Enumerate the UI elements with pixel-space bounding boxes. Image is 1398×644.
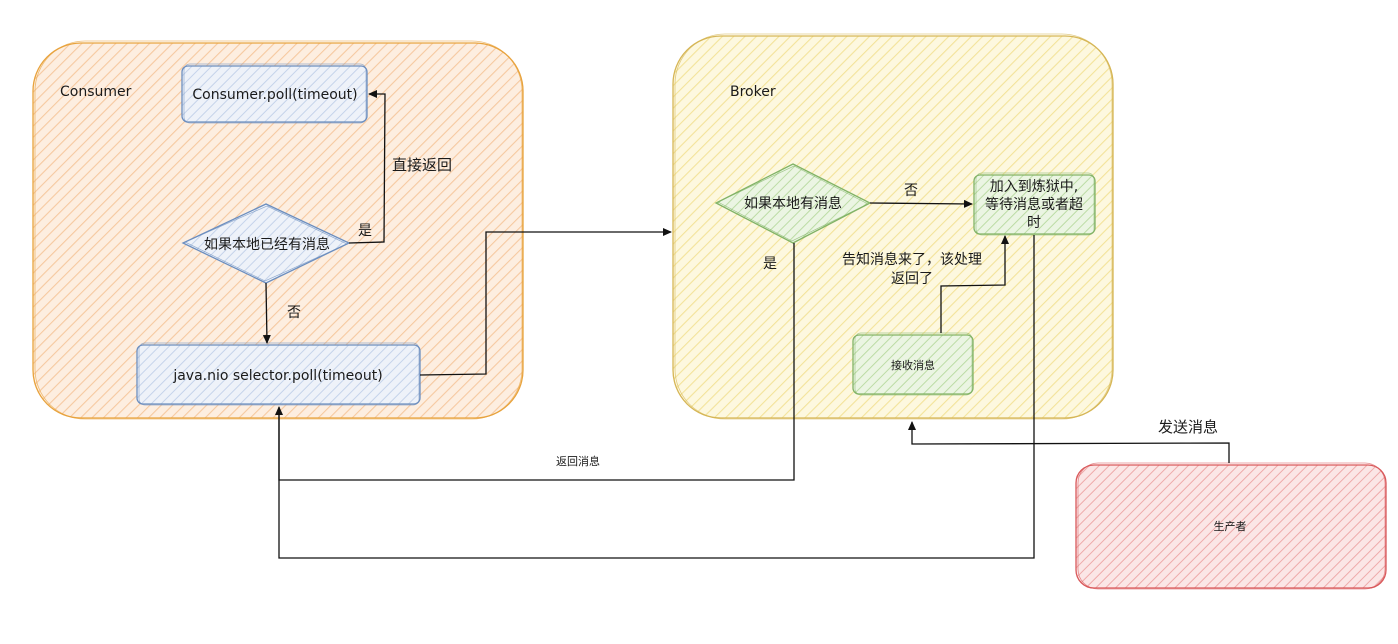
return-message-label: 返回消息	[556, 454, 600, 468]
nio-poll-label: java.nio selector.poll(timeout)	[172, 368, 382, 384]
broker-yes-label: 是	[763, 256, 777, 272]
receive-message-label: 接收消息	[891, 358, 935, 372]
broker-container	[672, 33, 1114, 420]
purgatory-line-3: 时	[1027, 215, 1041, 231]
consumer-no-label: 否	[287, 305, 301, 321]
consumer-poll-box	[181, 63, 368, 124]
consumer-title: Consumer	[60, 84, 132, 100]
consumer-yes-arrow	[348, 90, 386, 244]
notify-line-2: 返回了	[891, 271, 933, 287]
purgatory-line-1: 加入到炼狱中,	[990, 179, 1078, 195]
send-message-label: 发送消息	[1158, 418, 1218, 436]
notify-line-1: 告知消息来了，该处理	[842, 251, 982, 268]
broker-decision-label: 如果本地有消息	[744, 195, 842, 212]
direct-return-label: 直接返回	[392, 156, 452, 174]
broker-decision-diamond	[714, 163, 872, 244]
consumer-no-arrow	[262, 282, 271, 344]
broker-no-label: 否	[904, 183, 918, 199]
consumer-poll-label: Consumer.poll(timeout)	[192, 87, 357, 103]
receive-message-box	[852, 332, 974, 396]
fetch-request-arrow	[419, 228, 672, 376]
consumer-decision-label: 如果本地已经有消息	[204, 236, 330, 253]
consumer-yes-label: 是	[358, 223, 372, 239]
producer-label: 生产者	[1214, 519, 1247, 533]
purgatory-box	[973, 172, 1096, 236]
send-message-arrow	[908, 421, 1230, 463]
purgatory-line-2: 等待消息或者超	[985, 196, 1083, 213]
producer-box	[1075, 462, 1387, 590]
purgatory-return-line	[278, 235, 1035, 559]
broker-no-arrow	[869, 199, 973, 208]
notify-arrow	[940, 235, 1009, 333]
broker-title: Broker	[730, 84, 776, 100]
